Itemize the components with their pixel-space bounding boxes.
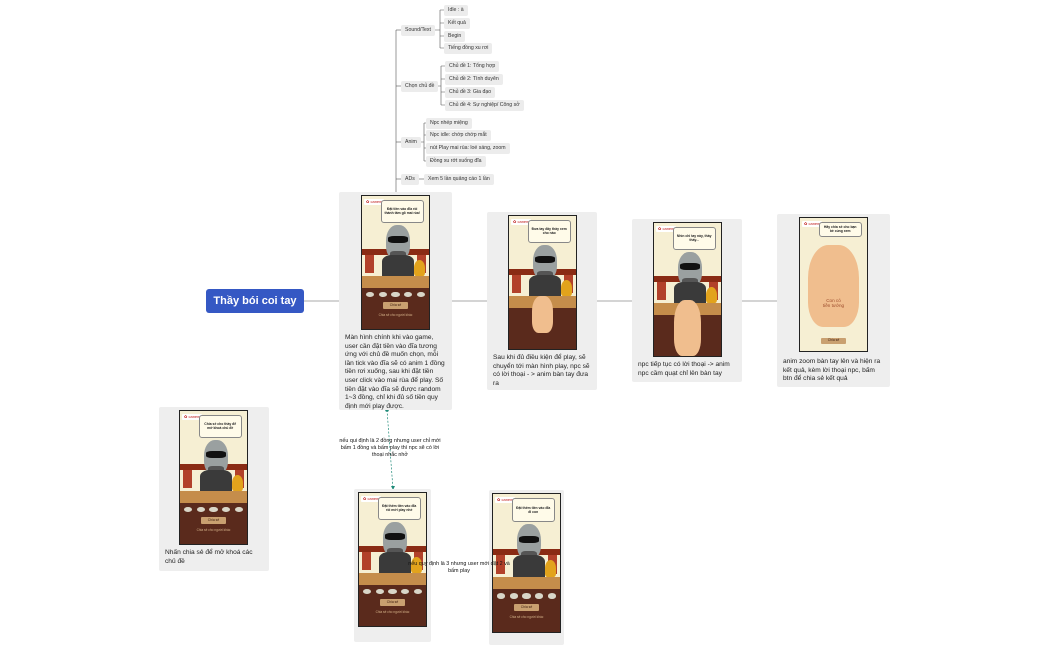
npc-speech-bubble: Đưa tay đây thầy xem cho nào	[527, 219, 571, 243]
note-two-coins: nếu qui định là 2 đồng nhưng user chỉ mớ…	[339, 438, 441, 458]
sound-item-4[interactable]: Tiếng đồng xu rơi	[444, 43, 493, 54]
anim-item-3[interactable]: nút Play mai rùa: loé sáng, zoom	[426, 143, 510, 154]
step-caption: Nhấn chia sẻ để mở khoá các chủ đề	[165, 549, 253, 565]
reminder-two-coins-card[interactable]: ✿ canem Đặt thêm tiền vào đĩa rồi mới pl…	[354, 489, 431, 642]
fruit-tray-icon	[232, 474, 243, 491]
npc-fortune-teller	[533, 245, 558, 280]
share-button[interactable]: Chia sẻ	[380, 599, 405, 607]
fruit-tray-icon	[414, 259, 425, 276]
anim-item-4[interactable]: Đồng xu rớt xuống đĩa	[426, 156, 486, 167]
step-card-main-screen[interactable]: ✿ canem Đặt tiền vào đĩa rồi thành tâm g…	[339, 192, 452, 410]
npc-speech-bubble: Đặt tiền vào đĩa rồi thành tâm gõ mai rù…	[380, 199, 424, 223]
step-card-play[interactable]: ✿ canem Đưa tay đây thầy xem cho nào Sau…	[487, 212, 597, 390]
app-logo: ✿ canem	[656, 225, 677, 232]
note-three-coins: nếu quy định là 3 nhưng user mới đặt 2 v…	[408, 561, 510, 574]
topic-item-2[interactable]: Chủ đề 2: Tình duyên	[445, 74, 503, 85]
fruit-tray-icon	[706, 286, 717, 303]
branch-ads[interactable]: ADs	[401, 174, 419, 185]
share-unlock-card[interactable]: ✿ canem Chia sẻ cho thầy để mở khoá chủ …	[159, 407, 269, 571]
hand-icon	[674, 300, 701, 356]
step-caption: anim zoom bàn tay lên và hiện ra kết quả…	[783, 358, 881, 383]
app-logo: ✿ canem	[511, 218, 532, 225]
phone-mockup: ✿ canem Nhìn chỉ tay này, thầy thấy...	[653, 222, 722, 357]
reminder-three-coins-card[interactable]: ✿ canem Đặt thêm tiền vào đĩa đi con Chi…	[489, 490, 564, 645]
share-button[interactable]: Chia sẻ	[201, 517, 226, 525]
coin-plates	[363, 588, 422, 595]
app-logo: ✿ canem	[802, 220, 823, 227]
share-button[interactable]: Chia sẻ	[383, 302, 408, 310]
step-caption: Màn hình chính khi vào game, user cần đặ…	[345, 334, 445, 410]
share-button[interactable]: Chia sẻ	[821, 337, 846, 345]
topic-item-3[interactable]: Chủ đề 3: Gia đạo	[445, 87, 496, 98]
coin-plates	[184, 506, 243, 513]
step-card-result[interactable]: ✿ canem Hãy chia sẻ cho bạn bè cùng xem …	[777, 214, 890, 387]
phone-mockup: ✿ canem Chia sẻ cho thầy để mở khoá chủ …	[179, 410, 248, 545]
phone-mockup: ✿ canem Đặt thêm tiền vào đĩa rồi mới pl…	[358, 492, 427, 627]
npc-speech-bubble: Chia sẻ cho thầy để mở khoá chủ đề	[198, 414, 242, 438]
branch-anim[interactable]: Anim	[401, 137, 421, 148]
branch-topic[interactable]: Chọn chủ đề	[401, 81, 439, 92]
step-card-fan[interactable]: ✿ canem Nhìn chỉ tay này, thầy thấy... n…	[632, 219, 742, 382]
share-button[interactable]: Chia sẻ	[514, 604, 539, 612]
root-topic[interactable]: Thầy bói coi tay	[206, 289, 304, 313]
share-hint: Chia sẻ cho người khác	[378, 313, 413, 318]
phone-mockup: ✿ canem Hãy chia sẻ cho bạn bè cùng xem …	[799, 217, 868, 352]
npc-speech-bubble: Đặt thêm tiền vào đĩa đi con	[511, 498, 555, 522]
coin-plates	[497, 593, 556, 599]
sound-item-3[interactable]: Begin	[444, 31, 466, 42]
fruit-tray-icon	[545, 560, 556, 577]
share-hint: Chia sẻ cho người khác	[196, 528, 231, 533]
palm-result-text: Con có tiền tướng	[822, 297, 845, 309]
anim-item-1[interactable]: Npc nhép miệng	[426, 118, 472, 129]
ads-item-1[interactable]: Xem 5 lần quảng cáo 1 lần	[424, 174, 494, 185]
palm-zoom-icon	[808, 244, 859, 328]
phone-mockup: ✿ canem Đưa tay đây thầy xem cho nào	[508, 215, 577, 350]
share-hint: Chia sẻ cho người khác	[509, 615, 544, 620]
app-logo: ✿ canem	[495, 496, 516, 503]
sound-item-2[interactable]: Kết quả	[444, 18, 470, 29]
app-logo: ✿ canem	[364, 198, 385, 205]
step-caption: npc tiếp tục có lời thoại -> anim npc cầ…	[638, 361, 730, 377]
app-logo: ✿ canem	[361, 495, 382, 502]
npc-speech-bubble: Đặt thêm tiền vào đĩa rồi mới play nhé	[377, 496, 421, 520]
app-logo: ✿ canem	[182, 413, 203, 420]
npc-speech-bubble: Nhìn chỉ tay này, thầy thấy...	[672, 226, 716, 250]
share-hint: Chia sẻ cho người khác	[375, 610, 410, 615]
anim-item-2[interactable]: Npc idle: chớp chớp mắt	[426, 130, 491, 141]
hand-icon	[531, 295, 554, 334]
fruit-tray-icon	[411, 556, 422, 573]
sound-item-1[interactable]: Idle : à	[444, 5, 468, 16]
phone-mockup: ✿ canem Đặt tiền vào đĩa rồi thành tâm g…	[361, 195, 430, 330]
coin-plates	[366, 291, 425, 298]
topic-item-1[interactable]: Chủ đề 1: Tổng hợp	[445, 61, 500, 72]
fruit-tray-icon	[561, 279, 572, 296]
topic-item-4[interactable]: Chủ đề 4: Sự nghiệp/ Công sở	[445, 100, 524, 111]
branch-sound-text[interactable]: Sound/Text	[401, 25, 435, 36]
step-caption: Sau khi đủ điều kiện để play, sẽ chuyển …	[493, 354, 590, 387]
npc-fortune-teller	[517, 524, 542, 561]
phone-mockup: ✿ canem Đặt thêm tiền vào đĩa đi con Chi…	[492, 493, 561, 633]
npc-speech-bubble: Hãy chia sẻ cho bạn bè cùng xem	[818, 221, 862, 237]
